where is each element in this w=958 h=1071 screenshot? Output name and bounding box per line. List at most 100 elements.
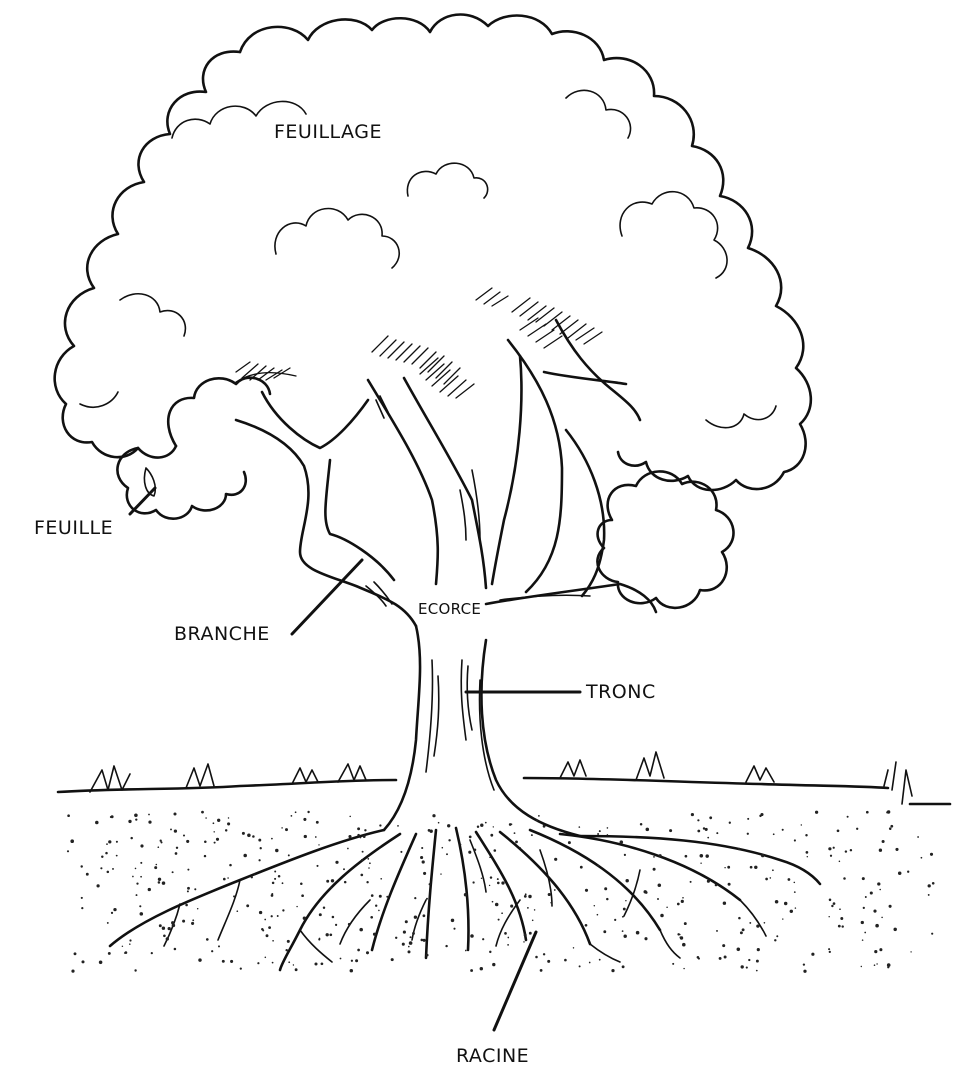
soil-dot: [727, 866, 730, 869]
soil-dot: [917, 836, 919, 838]
soil-dot: [252, 835, 255, 838]
soil-dot: [295, 968, 298, 971]
soil-dot: [597, 914, 599, 916]
soil-dot: [247, 834, 251, 838]
soil-dot: [543, 953, 545, 955]
soil-dot: [440, 873, 441, 874]
soil-dot: [139, 905, 141, 907]
soil-dot: [201, 811, 204, 814]
soil-dot: [882, 840, 885, 843]
soil-dot: [198, 958, 201, 961]
soil-dot: [862, 939, 864, 941]
soil-dot: [715, 884, 718, 887]
soil-dot: [481, 878, 482, 879]
soil-dot: [534, 909, 536, 911]
soil-dot: [756, 924, 759, 927]
soil-dot: [469, 836, 472, 839]
soil-dot: [205, 817, 207, 819]
soil-dot: [524, 895, 527, 898]
soil-dot: [864, 932, 866, 934]
soil-dot: [400, 851, 402, 853]
soil-dot: [335, 924, 337, 926]
soil-dot: [881, 917, 883, 919]
label-branch: BRANCHE: [174, 623, 270, 645]
soil-dot: [414, 916, 417, 919]
soil-dot: [928, 884, 931, 887]
soil-dot: [890, 825, 893, 828]
soil-dot: [863, 907, 865, 909]
soil-dot: [875, 924, 879, 928]
soil-dot: [81, 897, 83, 899]
soil-dot: [95, 821, 99, 825]
soil-dot: [154, 866, 157, 869]
soil-dot: [764, 922, 766, 924]
soil-dot: [158, 878, 161, 881]
soil-dot: [748, 959, 750, 961]
soil-dot: [278, 875, 281, 878]
soil-dot: [524, 934, 527, 937]
inner-scallop-5: [620, 192, 727, 278]
soil-dot: [585, 924, 588, 927]
soil-dot: [691, 813, 694, 816]
leader-branch: [292, 560, 362, 634]
soil-dot: [685, 855, 688, 858]
soil-dot: [111, 815, 114, 818]
soil-dot: [840, 917, 843, 920]
soil-dot: [186, 840, 189, 843]
soil-dot: [775, 900, 779, 904]
soil-dot: [490, 876, 492, 878]
soil-dot: [876, 963, 877, 964]
soil-dot: [268, 926, 271, 929]
soil-dot: [464, 893, 467, 896]
soil-dot: [370, 916, 373, 919]
branch-detail-2: [366, 582, 392, 606]
label-leaf: FEUILLE: [34, 517, 113, 539]
soil-dot: [261, 928, 263, 930]
soil-dot: [660, 914, 664, 918]
soil-dot: [451, 919, 454, 922]
soil-dot: [361, 859, 363, 861]
soil-dot: [747, 833, 749, 835]
soil-dot: [135, 868, 137, 870]
soil-dot: [274, 871, 276, 873]
soil-dot: [845, 850, 847, 852]
soil-dot: [378, 910, 380, 912]
soil-dot: [623, 908, 626, 911]
soil-dot: [761, 854, 764, 857]
soil-dot: [371, 894, 374, 897]
soil-dot: [741, 965, 744, 968]
soil-dot: [515, 840, 518, 843]
soil-dot: [874, 964, 876, 966]
soil-dot: [480, 967, 483, 970]
soil-dot: [795, 907, 796, 908]
soil-dot: [839, 861, 841, 863]
soil-dot: [828, 916, 829, 917]
soil-dot: [722, 944, 725, 947]
soil-dot: [174, 829, 177, 832]
soil-dot: [314, 962, 317, 965]
soil-dot: [344, 881, 347, 884]
soil-dot: [453, 928, 455, 930]
soil-dot: [168, 927, 171, 930]
soil-dot: [645, 891, 648, 894]
soil-dot: [604, 887, 607, 890]
soil-dot: [124, 952, 126, 954]
soil-dot: [257, 962, 259, 964]
soil-dot: [599, 959, 601, 961]
soil-dot: [738, 917, 741, 920]
soil-dot: [107, 922, 109, 924]
soil-dot: [140, 844, 143, 847]
soil-dot: [222, 960, 225, 963]
soil-dot: [750, 866, 753, 869]
soil-dot: [594, 905, 595, 906]
soil-dot: [729, 822, 731, 824]
soil-dot: [895, 848, 898, 851]
soil-dot: [240, 968, 242, 970]
soil-dot: [874, 950, 877, 953]
soil-dot: [285, 828, 288, 831]
soil-dot: [724, 956, 727, 959]
soil-dot: [815, 811, 818, 814]
soil-dot: [67, 850, 69, 852]
soil-dot: [887, 966, 889, 968]
soil-dot: [547, 960, 550, 963]
